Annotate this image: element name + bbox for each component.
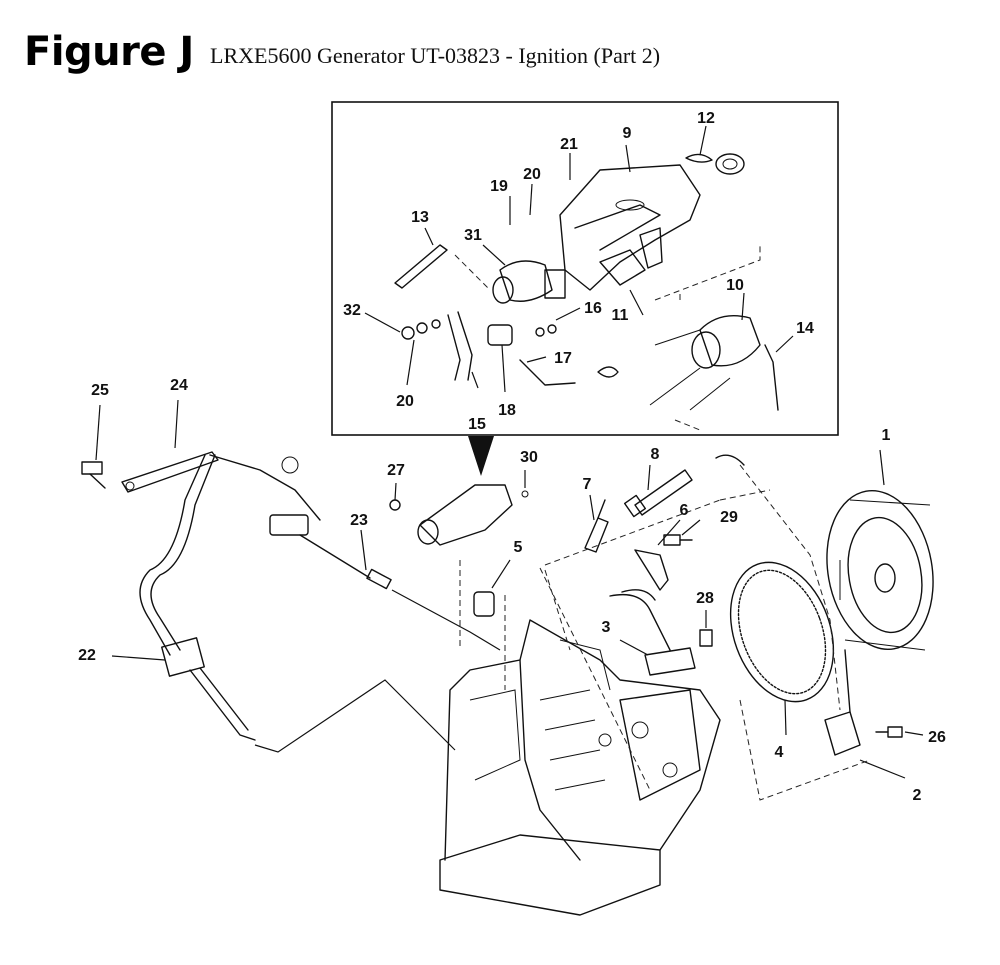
callout-22: 22	[78, 647, 96, 664]
part-22-wire-harness	[139, 454, 321, 741]
callout-28: 28	[696, 590, 714, 607]
part-4-ring-gear	[729, 561, 835, 703]
callout-numbers: 1 2 3 4 5 6 7 8 9 10 11 12 13 14 15 16 1…	[78, 110, 946, 804]
callout-23: 23	[350, 512, 368, 529]
callout-5: 5	[514, 539, 523, 556]
part-7-spark-plug	[584, 499, 609, 553]
part-9-bracket	[559, 164, 701, 291]
figure-label: Figure J	[24, 29, 194, 75]
callout-9: 9	[623, 125, 632, 142]
inset-pointer-arrow	[468, 436, 494, 476]
callout-6: 6	[680, 502, 689, 519]
callout-15: 15	[468, 416, 486, 433]
callout-17: 17	[554, 350, 572, 367]
callout-2: 2	[913, 787, 922, 804]
callout-4: 4	[775, 744, 784, 761]
part-24-bracket	[121, 451, 219, 493]
part-1-flywheel	[826, 489, 934, 651]
part-3-ignition-module	[609, 589, 696, 676]
assembly-lines	[459, 464, 871, 801]
callout-20-top: 20	[523, 166, 541, 183]
part-2-coil	[824, 649, 861, 756]
callout-27: 27	[387, 462, 405, 479]
detail-inset-box	[331, 101, 839, 436]
part-8-spark-plug-tool	[623, 469, 693, 518]
callout-13: 13	[411, 209, 429, 226]
leader-lines	[95, 125, 924, 779]
callout-16: 16	[584, 300, 602, 317]
part-10-starter-motor	[649, 315, 761, 411]
callout-7: 7	[583, 476, 592, 493]
engine-block	[439, 619, 721, 916]
inset-small-hardware	[394, 244, 779, 411]
callout-25: 25	[91, 382, 109, 399]
callout-3: 3	[602, 619, 611, 636]
part-29-bolt	[663, 534, 693, 546]
part-6-bracket	[634, 549, 669, 591]
callout-18: 18	[498, 402, 516, 419]
callout-24: 24	[170, 377, 188, 394]
figure-title: LRXE5600 Generator UT-03823 - Ignition (…	[210, 43, 661, 68]
part-25-bolt	[81, 461, 106, 489]
part-5-grommet	[473, 591, 495, 617]
part-28-bolt	[699, 629, 713, 647]
callout-20-bottom: 20	[396, 393, 414, 410]
callout-10: 10	[726, 277, 744, 294]
callout-26: 26	[928, 729, 946, 746]
starter-assembly	[389, 484, 529, 546]
callout-14: 14	[796, 320, 814, 337]
part-31-solenoid	[492, 249, 646, 304]
part-23-wire	[299, 534, 392, 590]
callout-30: 30	[520, 449, 538, 466]
part-26-bolt	[875, 726, 903, 738]
part-12-seal	[685, 153, 745, 175]
callout-21: 21	[560, 136, 578, 153]
spark-plug-cap	[715, 454, 745, 466]
callout-32: 32	[343, 302, 361, 319]
callout-8: 8	[651, 446, 660, 463]
callout-12: 12	[697, 110, 715, 127]
callout-19: 19	[490, 178, 508, 195]
callout-31: 31	[464, 227, 482, 244]
callout-1: 1	[882, 427, 891, 444]
callout-11: 11	[612, 307, 629, 324]
callout-29: 29	[720, 509, 738, 526]
